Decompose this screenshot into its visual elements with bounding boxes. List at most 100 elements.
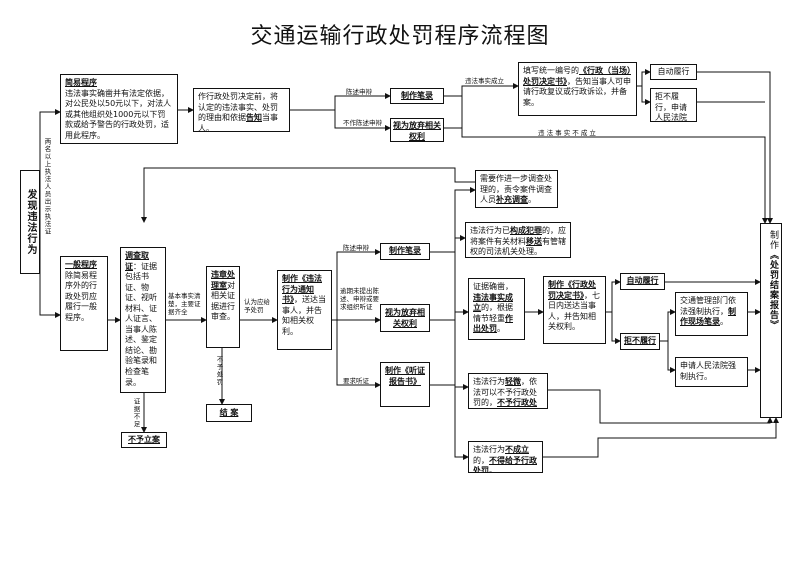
label-no-punish: 不予处罚 (215, 356, 223, 386)
simple-decision-tail: 当事人。 (198, 113, 278, 132)
violation-not-established-box: 违法行为不成立的，不得给予行政处罚。 (468, 441, 543, 473)
self-perform-mid-text: 自动履行 (626, 276, 659, 285)
waive-top-text: 视为放弃相关权利 (393, 121, 441, 141)
final-report-bold: 《处罚结案报告》 (768, 250, 778, 330)
not-valid-tail: 。 (489, 466, 497, 473)
court-enforce-text: 申请人民法院强制执行。 (680, 361, 736, 381)
traffic-dept-bold: 制作现场笔录 (680, 306, 736, 327)
further-investigation-bold: 补充调查 (496, 195, 528, 205)
decision-book-bold: 《行政（当场）处罚决定书》 (523, 66, 631, 86)
decision-book-box: 填写统一编号的《行政（当场）处罚决定书》，告知当事人可申请行政复议或行政诉讼，并… (518, 62, 637, 116)
decision-book-tail: ，告知当事人可申请行政复议或行政诉讼，并备案。 (523, 76, 631, 107)
refuse-mid-text: 拒不履行 (624, 336, 656, 345)
refuse-box-top: 拒不履行，申请人民法院执行 (650, 88, 697, 122)
minor-text: 违法行为 (473, 377, 505, 386)
minor-bold2: 不予行政处罚 (497, 398, 537, 408)
label-state-defense-mid: 陈述申辩 (343, 244, 369, 252)
waive-rights-box-top: 视为放弃相关权利 (390, 118, 444, 142)
evidence-mid: 的，根据情节轻重 (473, 303, 513, 323)
discover-violation-text: 发现违法行为 (25, 189, 36, 255)
investigate-title: 调查取证 (125, 251, 149, 271)
simple-decision-box: 作行政处罚决定前，将认定的违法事实、处罚的理由和依据告知当事人。 (193, 88, 290, 132)
penalty-decision-box: 制作《行政处罚决定书》，七日内送达当事人，并告知相关权利。 (543, 276, 606, 344)
close-case-box: 结 案 (206, 404, 252, 422)
final-report-box: 制作《处罚结案报告》 (760, 223, 782, 418)
self-perform-box-mid: 自动履行 (620, 273, 665, 290)
hearing-report-text: 制作《听证报告书》 (385, 366, 425, 386)
no-case-text: 不予立案 (128, 435, 160, 444)
record-mid-text: 制作笔录 (389, 246, 421, 255)
investigate-box: 调查取证：证据包括书证、物证、视听材料、证人证言、当事人陈述、鉴定结论、勘验笔录… (120, 247, 166, 393)
traffic-dept-text: 交通管理部门依法强制执行， (680, 296, 736, 316)
waive-mid-text: 视为放弃相关权利 (385, 308, 425, 328)
penalty-decision-title: 制作《行政处罚决定书》 (548, 280, 596, 300)
label-insufficient-evidence: 证据不足 (132, 398, 140, 428)
no-case-box: 不予立案 (121, 432, 167, 448)
minor-bold: 轻微 (505, 377, 521, 386)
violation-notice-text: ，送达当事人，并告知相关权利。 (282, 295, 326, 336)
further-investigation-text: 需要作进一步调查处理的，责令案件调查人员 (480, 174, 552, 205)
crime-tail: 有管辖权的司法机关处理。 (470, 236, 566, 257)
not-valid-mid: 的， (473, 455, 489, 465)
review-title: 违章处理室 (211, 270, 235, 290)
investigate-text: ：证据包括书证、物证、视听材料、证人证言、当事人陈述、鉴定结论、勘验笔录和检查笔… (125, 261, 157, 387)
label-overdue: 逾期未提出陈述、申辩或要求组织听证 (340, 287, 379, 312)
label-fact-established: 违法事实成立 (465, 77, 504, 85)
page-title: 交通运输行政处罚程序流程图 (250, 24, 550, 49)
not-valid-bold2: 不得给予行政处罚 (473, 455, 537, 473)
general-program-text: 除简易程序外的行政处罚应履行一般程序。 (65, 270, 97, 322)
crime-transfer-box: 违法行为已构成犯罪的，应将案件有关材料移送有管辖权的司法机关处理。 (465, 222, 571, 258)
review-box: 违章处理室对相关证据进行审查。 (206, 266, 240, 348)
label-state-defense-top: 陈述申辩 (346, 88, 372, 96)
not-valid-text: 违法行为 (473, 445, 505, 454)
not-valid-bold: 不成立 (505, 445, 529, 454)
decision-book-text: 填写统一编号的 (523, 66, 579, 75)
penalty-decision-text: ，七日内送达当事人，并告知相关权利。 (548, 290, 600, 332)
refuse-top-text: 拒不履行，申请人民法院执行 (655, 92, 687, 122)
general-program-title: 一般程序 (65, 260, 97, 269)
minor-violation-box: 违法行为轻微，依法可以不予行政处罚的，不予行政处罚。 (468, 373, 548, 409)
hearing-report-box: 制作《听证报告书》 (380, 362, 430, 407)
court-enforce-box: 申请人民法院强制执行。 (675, 357, 748, 387)
discover-violation-box: 发现违法行为 (20, 170, 40, 274)
evidence-tail: 。 (497, 324, 505, 334)
label-should-punish: 认为应给予处罚 (244, 298, 270, 315)
record-box-top: 制作笔录 (390, 88, 444, 104)
evidence-bold: 违法事实成立 (473, 292, 513, 313)
crime-bold: 构成犯罪 (510, 226, 542, 235)
crime-mid: 的，应将案件有关材料 (470, 226, 566, 246)
final-report-text: 制作 (768, 230, 778, 250)
label-fact-not-established: 违 法 事 实 不 成 立 (538, 129, 596, 137)
simple-decision-bold: 告知 (246, 113, 262, 123)
general-program-box: 一般程序 除简易程序外的行政处罚应履行一般程序。 (60, 256, 108, 351)
waive-rights-box-mid: 视为放弃相关权利 (380, 304, 430, 332)
traffic-dept-tail: 。 (720, 317, 728, 327)
simple-program-text: 违法事实确凿并有法定依据，对公民处以50元以下，对法人或其他组织处1000元以下… (65, 88, 172, 140)
self-perform-top-text: 自动履行 (657, 67, 690, 76)
record-box-mid: 制作笔录 (380, 243, 430, 260)
evidence-established-box: 证据确凿，违法事实成立的，根据情节轻重作出处罚。 (468, 278, 525, 340)
further-investigation-tail: 。 (528, 195, 536, 205)
violation-notice-box: 制作《违法行为通知书》，送达当事人，并告知相关权利。 (277, 270, 332, 350)
crime-text: 违法行为已 (470, 226, 510, 235)
minor-mid: ，依法可以不予行政处罚的， (473, 377, 537, 408)
close-case-text: 结 案 (219, 408, 239, 417)
violation-notice-title: 制作《违法行为通知书》 (282, 274, 322, 305)
simple-program-title: 简易程序 (65, 78, 97, 87)
record-top-text: 制作笔录 (401, 91, 433, 100)
label-two-officers: 两名以上执法人员出示执法证 (43, 138, 51, 236)
traffic-dept-enforce-box: 交通管理部门依法强制执行，制作现场笔录。 (675, 292, 748, 336)
label-basic-facts: 基本事实清楚，主要证据齐全 (168, 292, 201, 317)
simple-decision-text: 作行政处罚决定前，将认定的违法事实、处罚的理由和依据 (198, 92, 278, 123)
further-investigation-box: 需要作进一步调查处理的，责令案件调查人员补充调查。 (475, 170, 558, 208)
self-perform-box-top: 自动履行 (650, 64, 697, 80)
evidence-text: 证据确凿， (473, 282, 513, 291)
crime-bold2: 移送 (526, 236, 542, 246)
evidence-bold2: 作出处罚 (473, 313, 513, 334)
review-text: 对相关证据进行审查。 (211, 280, 235, 322)
label-request-hearing: 要求听证 (343, 377, 369, 385)
simple-program-box: 简易程序 违法事实确凿并有法定依据，对公民处以50元以下，对法人或其他组织处10… (60, 74, 178, 144)
refuse-box-mid: 拒不履行 (620, 333, 660, 350)
label-no-state-defense: 不作陈述申辩 (343, 119, 382, 127)
